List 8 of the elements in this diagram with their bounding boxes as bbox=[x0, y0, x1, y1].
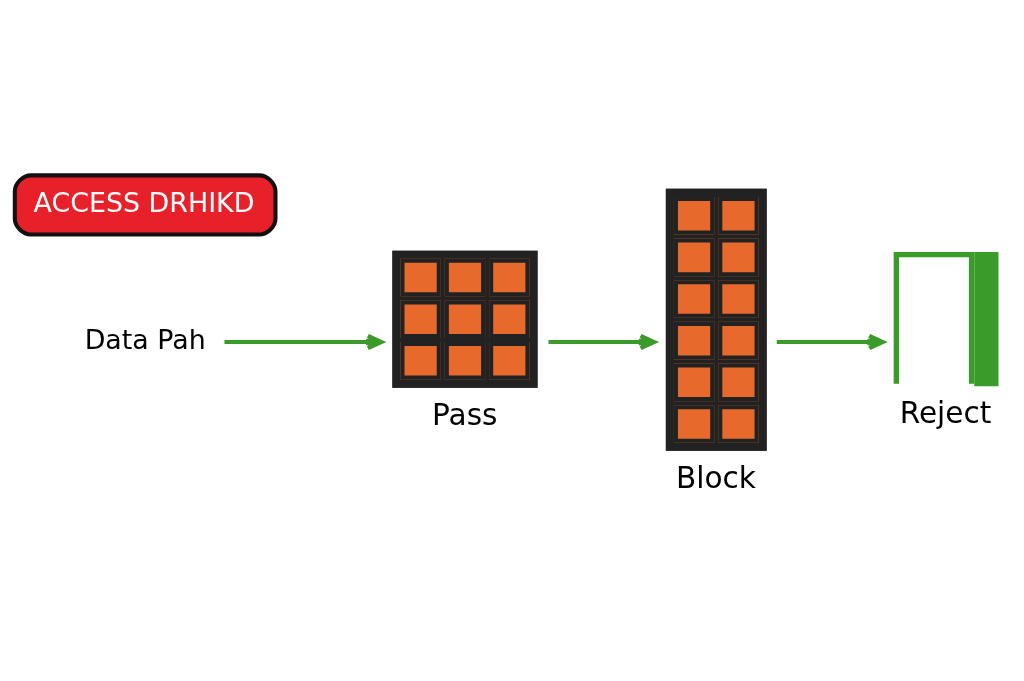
node-label: Reject bbox=[899, 395, 992, 430]
node-box: ACCESS DRHIKD bbox=[12, 172, 278, 236]
node-text: Data Pah bbox=[84, 323, 206, 355]
arrow bbox=[224, 333, 384, 350]
node-label: Pass bbox=[432, 397, 498, 432]
node-label: Block bbox=[675, 460, 756, 495]
arrow bbox=[548, 333, 657, 350]
arrow bbox=[776, 333, 885, 350]
